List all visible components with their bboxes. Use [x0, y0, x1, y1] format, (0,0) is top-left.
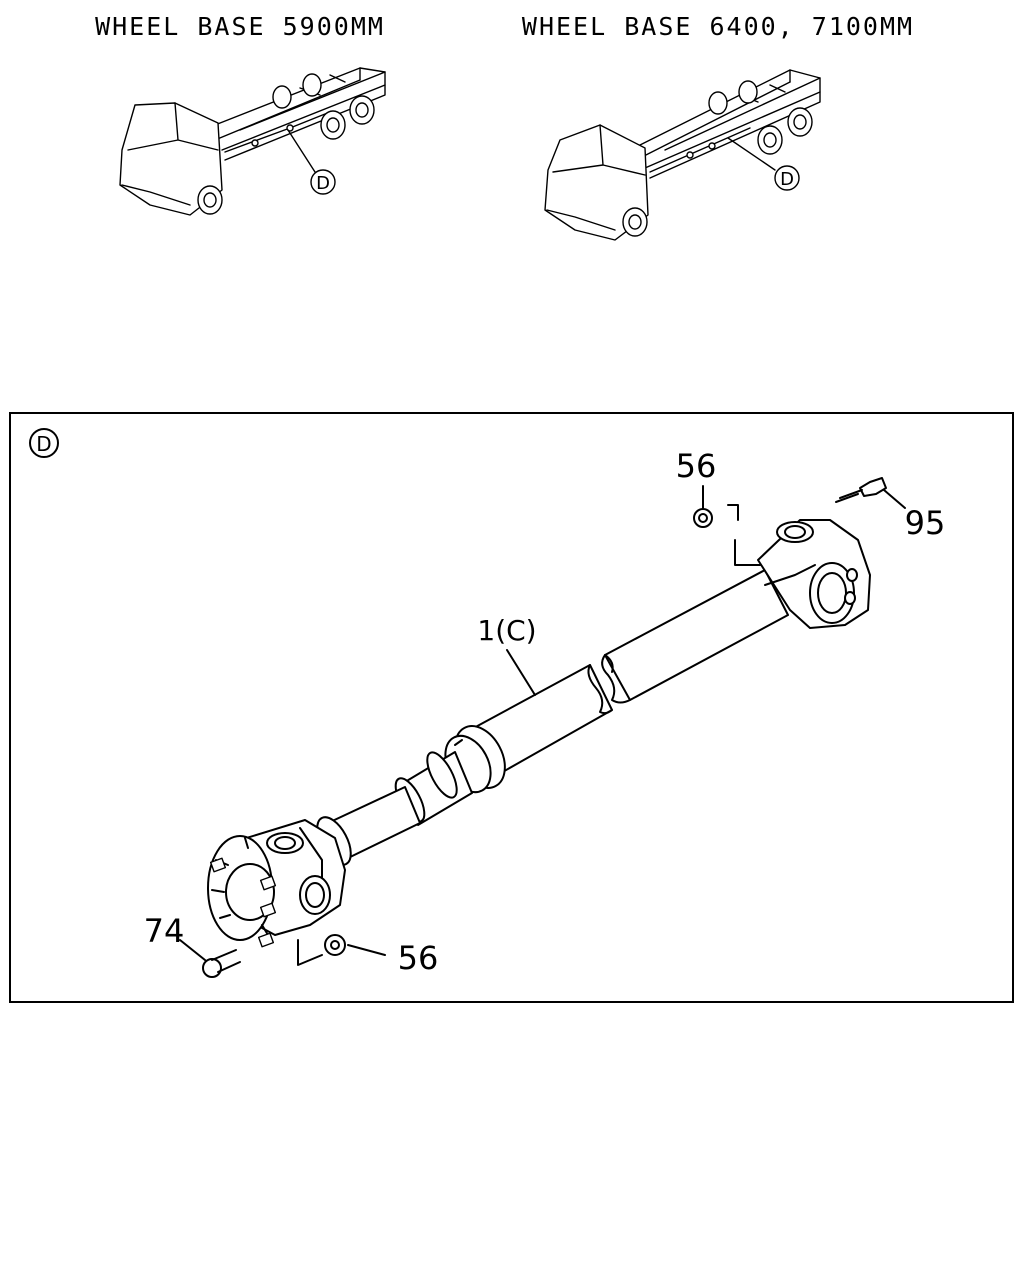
callout-bolt-lower: 74 — [144, 912, 185, 950]
truck-illustration-left: D — [119, 67, 386, 216]
left-title: WHEEL BASE 5900MM — [95, 12, 385, 41]
callout-nut-lower: 56 — [398, 939, 439, 977]
detail-frame — [9, 412, 1014, 1003]
callout-nut-upper: 56 — [676, 447, 717, 485]
bracket-upper — [727, 504, 761, 566]
nut-lower — [324, 934, 346, 956]
leader-bolt-upper — [883, 489, 906, 509]
leader-nut-lower — [347, 944, 386, 956]
callout-bolt-upper: 95 — [905, 504, 946, 542]
view-marker-circle — [29, 428, 59, 458]
right-callout-d: D — [780, 169, 794, 190]
truck-illustration-right: D — [544, 69, 821, 241]
callout-shaft: 1(C) — [477, 614, 536, 647]
leader-shaft — [506, 649, 536, 696]
leader-bolt-lower — [179, 939, 206, 961]
bracket-lower — [297, 939, 323, 966]
left-callout-d: D — [316, 173, 330, 194]
right-title: WHEEL BASE 6400, 7100MM — [522, 12, 914, 41]
view-marker-label: D — [36, 432, 51, 456]
bolt-upper — [835, 477, 887, 503]
nut-upper — [693, 508, 713, 528]
bolt-lower — [202, 949, 241, 978]
propeller-shaft-assembly — [207, 519, 871, 948]
